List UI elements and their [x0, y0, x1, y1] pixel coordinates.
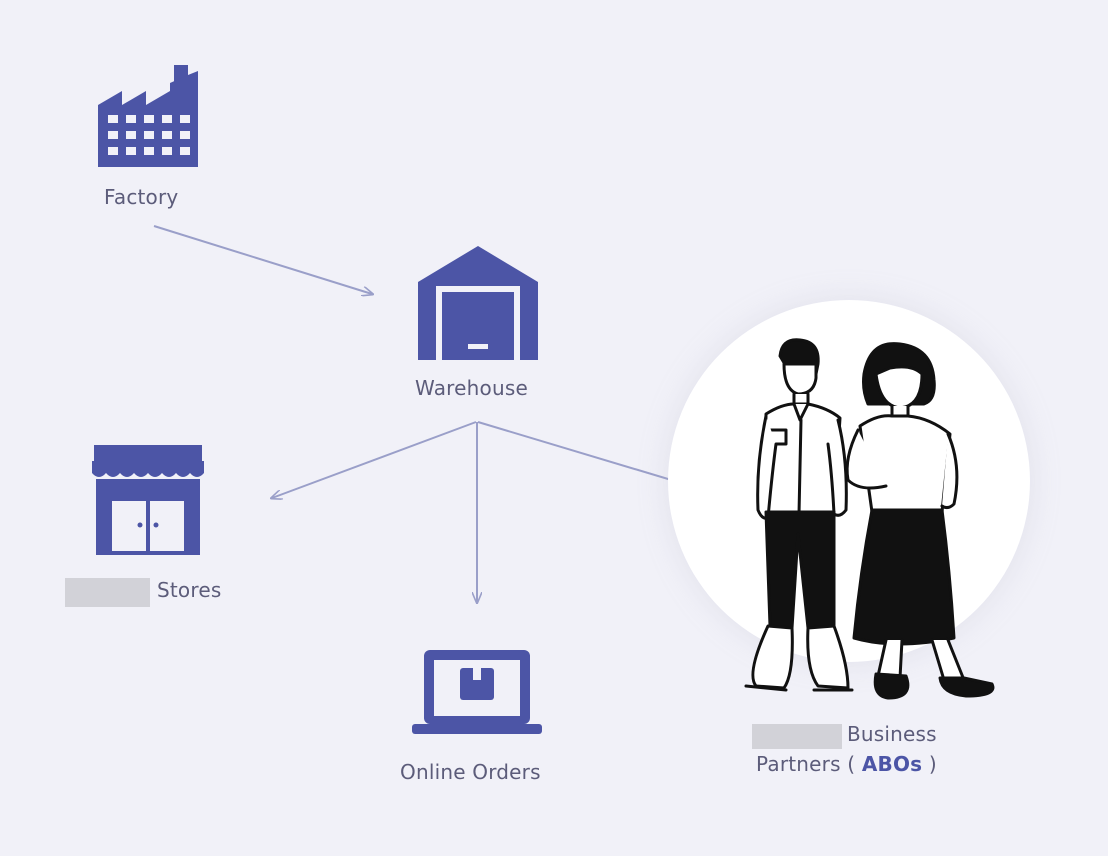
partners-prefix: Partners (	[756, 752, 856, 776]
online-orders-label: Online Orders	[400, 760, 541, 784]
factory-label: Factory	[104, 185, 179, 209]
redacted-brand-block-2	[752, 724, 842, 749]
storefront-icon	[92, 445, 204, 555]
stores-label: Stores	[157, 578, 222, 602]
people-illustration	[744, 338, 995, 700]
arrow-factory-to-warehouse	[153, 225, 372, 294]
warehouse-icon	[418, 246, 538, 360]
warehouse-label: Warehouse	[415, 376, 528, 400]
partners-suffix: )	[928, 752, 937, 776]
redacted-brand-block	[65, 578, 150, 607]
abos-label: ABOs	[861, 752, 923, 776]
business-partners-line1: Business	[847, 722, 937, 746]
arrow-warehouse-to-partners	[477, 421, 698, 488]
laptop-icon	[412, 650, 542, 734]
business-partners-line2: Partners ( ABOs )	[756, 752, 937, 776]
arrow-warehouse-to-stores	[272, 421, 477, 498]
factory-icon	[98, 65, 198, 167]
